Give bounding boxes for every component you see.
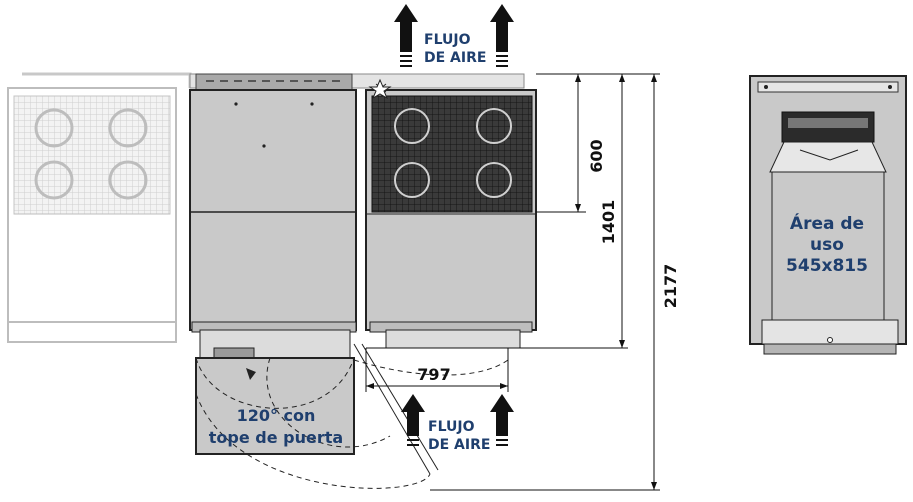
dim-2177: 2177 [661,264,680,309]
dim-1401: 1401 [599,200,618,245]
main-cabinet [189,89,357,359]
usage-area-line2: uso [810,235,844,255]
airflow-bottom-line1: FLUJO [428,419,475,435]
door-label-line1: 120° con [237,406,316,425]
airflow-bottom-line2: DE AIRE [428,437,490,453]
open-door [195,343,509,489]
front-view-unit [749,75,907,355]
ghost-cabinet-left [7,72,192,343]
airflow-arrows-bottom [401,394,514,446]
airflow-arrows-top [394,4,514,67]
dim-797: 797 [417,365,450,384]
top-rail [189,73,525,91]
dimension-lines [365,73,660,491]
airflow-top-line2: DE AIRE [424,50,486,66]
dim-600: 600 [587,139,606,172]
usage-area-label: Área de uso 545x815 [772,214,882,277]
door-label-line2: tope de puerta [209,428,343,447]
airflow-top-line1: FLUJO [424,32,471,48]
condenser-cabinet [365,78,537,349]
usage-area-line1: Área de [789,214,865,234]
usage-area-line3: 545x815 [786,256,868,276]
dimension-ticks [366,74,657,490]
